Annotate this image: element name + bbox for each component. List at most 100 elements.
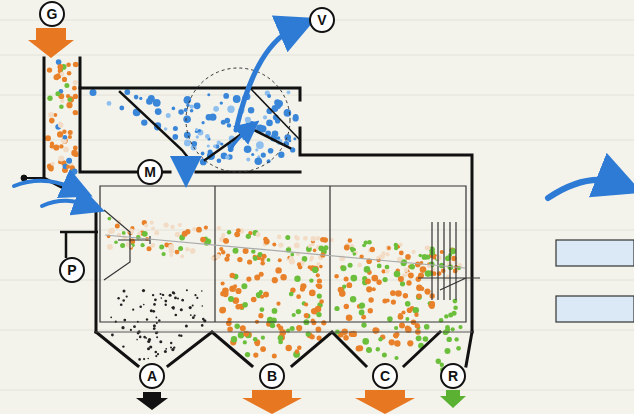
seed-particle xyxy=(147,246,152,251)
seed-particle xyxy=(165,348,167,350)
seed-particle xyxy=(251,249,255,253)
seed-particle xyxy=(412,250,416,254)
seed-particle xyxy=(368,308,373,313)
seed-particle xyxy=(170,342,172,344)
seed-particle xyxy=(47,67,52,72)
seed-particle xyxy=(136,339,138,341)
seed-particle xyxy=(407,308,413,314)
seed-particle xyxy=(156,336,158,338)
seed-particle xyxy=(371,275,378,282)
seed-particle xyxy=(423,336,429,342)
seed-particle xyxy=(416,276,422,282)
machine-housing xyxy=(80,58,300,100)
seed-particle xyxy=(47,96,52,101)
outlet-arrow xyxy=(136,392,168,410)
seed-particle xyxy=(407,340,413,346)
machine-housing xyxy=(96,332,472,366)
seed-particle xyxy=(172,306,175,309)
seed-particle xyxy=(296,309,301,314)
seed-particle xyxy=(272,243,276,247)
seed-particle xyxy=(316,312,321,317)
seed-particle xyxy=(149,345,152,348)
sample-boxe xyxy=(556,296,634,322)
seed-particle xyxy=(436,255,442,261)
seed-particle xyxy=(132,309,134,311)
seed-particle xyxy=(350,296,356,302)
seed-particle xyxy=(294,243,300,249)
seed-particle xyxy=(66,158,72,164)
seed-particle xyxy=(164,300,167,303)
seed-particle xyxy=(334,274,339,279)
callout-letter: V xyxy=(310,8,334,32)
machine-housing xyxy=(21,58,472,366)
screen-deck xyxy=(100,186,466,322)
seed-particle xyxy=(416,335,422,341)
seed-particle xyxy=(308,244,312,248)
seed-particle xyxy=(178,109,184,115)
seed-particle xyxy=(108,217,112,221)
seed-particle xyxy=(289,292,294,297)
seed-particle xyxy=(452,311,457,316)
seed-particle xyxy=(243,248,249,254)
seed-particle xyxy=(255,341,260,346)
seed-particle xyxy=(394,356,398,360)
outlet-arrow xyxy=(440,390,466,408)
seed-particle xyxy=(441,268,446,273)
seed-particle xyxy=(364,266,371,273)
seed-particle xyxy=(130,329,132,331)
seed-particle xyxy=(123,289,126,292)
seed-particle xyxy=(317,294,322,299)
seed-particle xyxy=(122,231,126,235)
seed-particle xyxy=(122,299,125,302)
seed-particle xyxy=(451,327,455,331)
seed-particle xyxy=(155,108,162,115)
seed-particle xyxy=(153,324,156,327)
machine-housing xyxy=(120,92,190,160)
seed-particle xyxy=(74,111,78,115)
seed-particle xyxy=(389,339,395,345)
seed-particle xyxy=(413,307,419,313)
seed-particle xyxy=(172,291,175,294)
seed-particle xyxy=(319,265,323,269)
seed-particle xyxy=(278,152,284,158)
seed-particle xyxy=(228,296,234,302)
seed-particle xyxy=(63,147,69,153)
seed-particle xyxy=(45,135,51,141)
seed-particle xyxy=(235,324,240,329)
seed-particle xyxy=(194,102,201,109)
background-texture xyxy=(0,140,634,141)
seed-particle xyxy=(173,134,179,140)
seed-particle xyxy=(287,90,291,94)
seed-particle xyxy=(394,243,398,247)
seed-particle xyxy=(235,304,240,309)
seed-particle xyxy=(200,237,206,243)
air-flow-arrow xyxy=(42,201,90,206)
seed-particle xyxy=(178,334,180,336)
seed-particle xyxy=(237,257,242,262)
seed-particle xyxy=(222,288,229,295)
seed-particle xyxy=(68,97,73,102)
seed-particle xyxy=(344,304,349,309)
seed-particle xyxy=(425,246,430,251)
seed-particle xyxy=(404,268,409,273)
seed-particle xyxy=(295,349,300,354)
seed-particle xyxy=(361,322,366,327)
seed-particle xyxy=(169,294,172,297)
seed-particle xyxy=(296,325,302,331)
seed-particle xyxy=(73,110,78,115)
seed-particle xyxy=(454,337,458,341)
seed-particle xyxy=(123,319,126,322)
seed-particle xyxy=(254,158,262,166)
seed-particle xyxy=(150,243,155,248)
seed-particle xyxy=(311,320,316,325)
seed-particle xyxy=(192,316,195,319)
seed-particle xyxy=(184,140,191,147)
seed-particle xyxy=(416,294,422,300)
seed-particle xyxy=(424,289,430,295)
seed-particle xyxy=(353,252,357,256)
seed-particle xyxy=(416,293,421,298)
seed-particle xyxy=(235,233,239,237)
seed-particle xyxy=(297,345,302,350)
